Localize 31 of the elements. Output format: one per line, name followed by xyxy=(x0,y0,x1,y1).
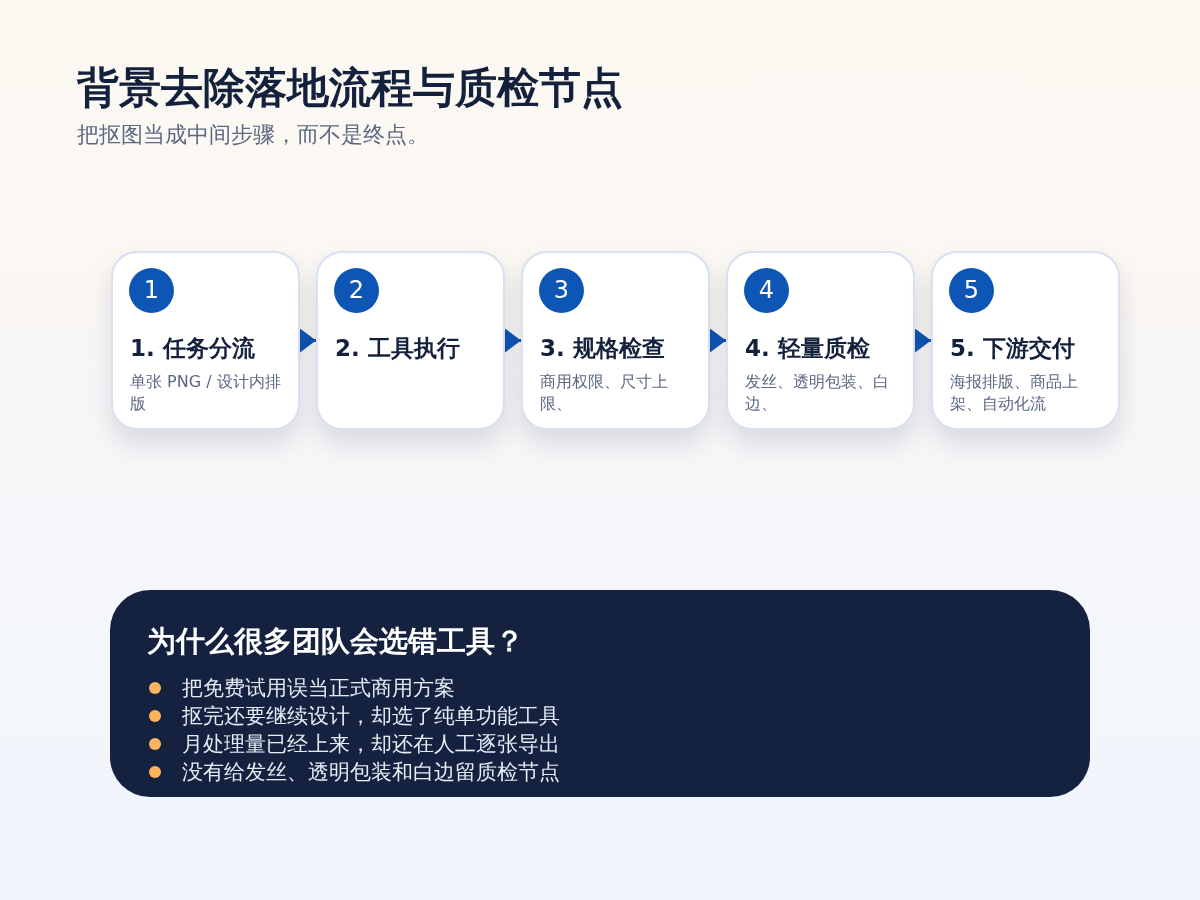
step-title: 3. 规格检查 xyxy=(540,334,665,363)
info-panel xyxy=(110,590,1090,797)
list-item-text: 月处理量已经上来，却还在人工逐张导出 xyxy=(182,731,560,758)
step-number-circle: 5 xyxy=(949,268,994,313)
step-number-circle: 2 xyxy=(334,268,379,313)
step-card xyxy=(931,251,1120,430)
step-number-circle: 3 xyxy=(539,268,584,313)
step-card xyxy=(726,251,915,430)
step-card xyxy=(521,251,710,430)
page-title: 背景去除落地流程与质检节点 xyxy=(77,62,623,114)
list-item-text: 把免费试用误当正式商用方案 xyxy=(182,675,455,702)
arrow xyxy=(505,332,521,349)
step-number-circle: 4 xyxy=(744,268,789,313)
page-subtitle: 把抠图当成中间步骤，而不是终点。 xyxy=(77,121,429,149)
arrow xyxy=(710,332,726,349)
step-card xyxy=(316,251,505,430)
step-title: 5. 下游交付 xyxy=(950,334,1075,363)
step-title: 4. 轻量质检 xyxy=(745,334,870,363)
arrow xyxy=(915,332,931,349)
step-description: 商用权限、尺寸上限、 xyxy=(540,371,669,415)
arrow xyxy=(300,332,316,349)
step-description: 单张 PNG / 设计内排版 xyxy=(130,371,282,415)
step-description: 发丝、透明包装、白边、 xyxy=(745,371,890,415)
step-title: 2. 工具执行 xyxy=(335,334,460,363)
panel-heading: 为什么很多团队会选错工具？ xyxy=(147,623,524,660)
step-description: 海报排版、商品上架、自动化流 xyxy=(950,371,1079,415)
list-item-text: 没有给发丝、透明包装和白边留质检节点 xyxy=(182,759,560,786)
step-card xyxy=(111,251,300,430)
step-title: 1. 任务分流 xyxy=(130,334,255,363)
list-item-text: 抠完还要继续设计，却选了纯单功能工具 xyxy=(182,703,560,730)
step-number-circle: 1 xyxy=(129,268,174,313)
